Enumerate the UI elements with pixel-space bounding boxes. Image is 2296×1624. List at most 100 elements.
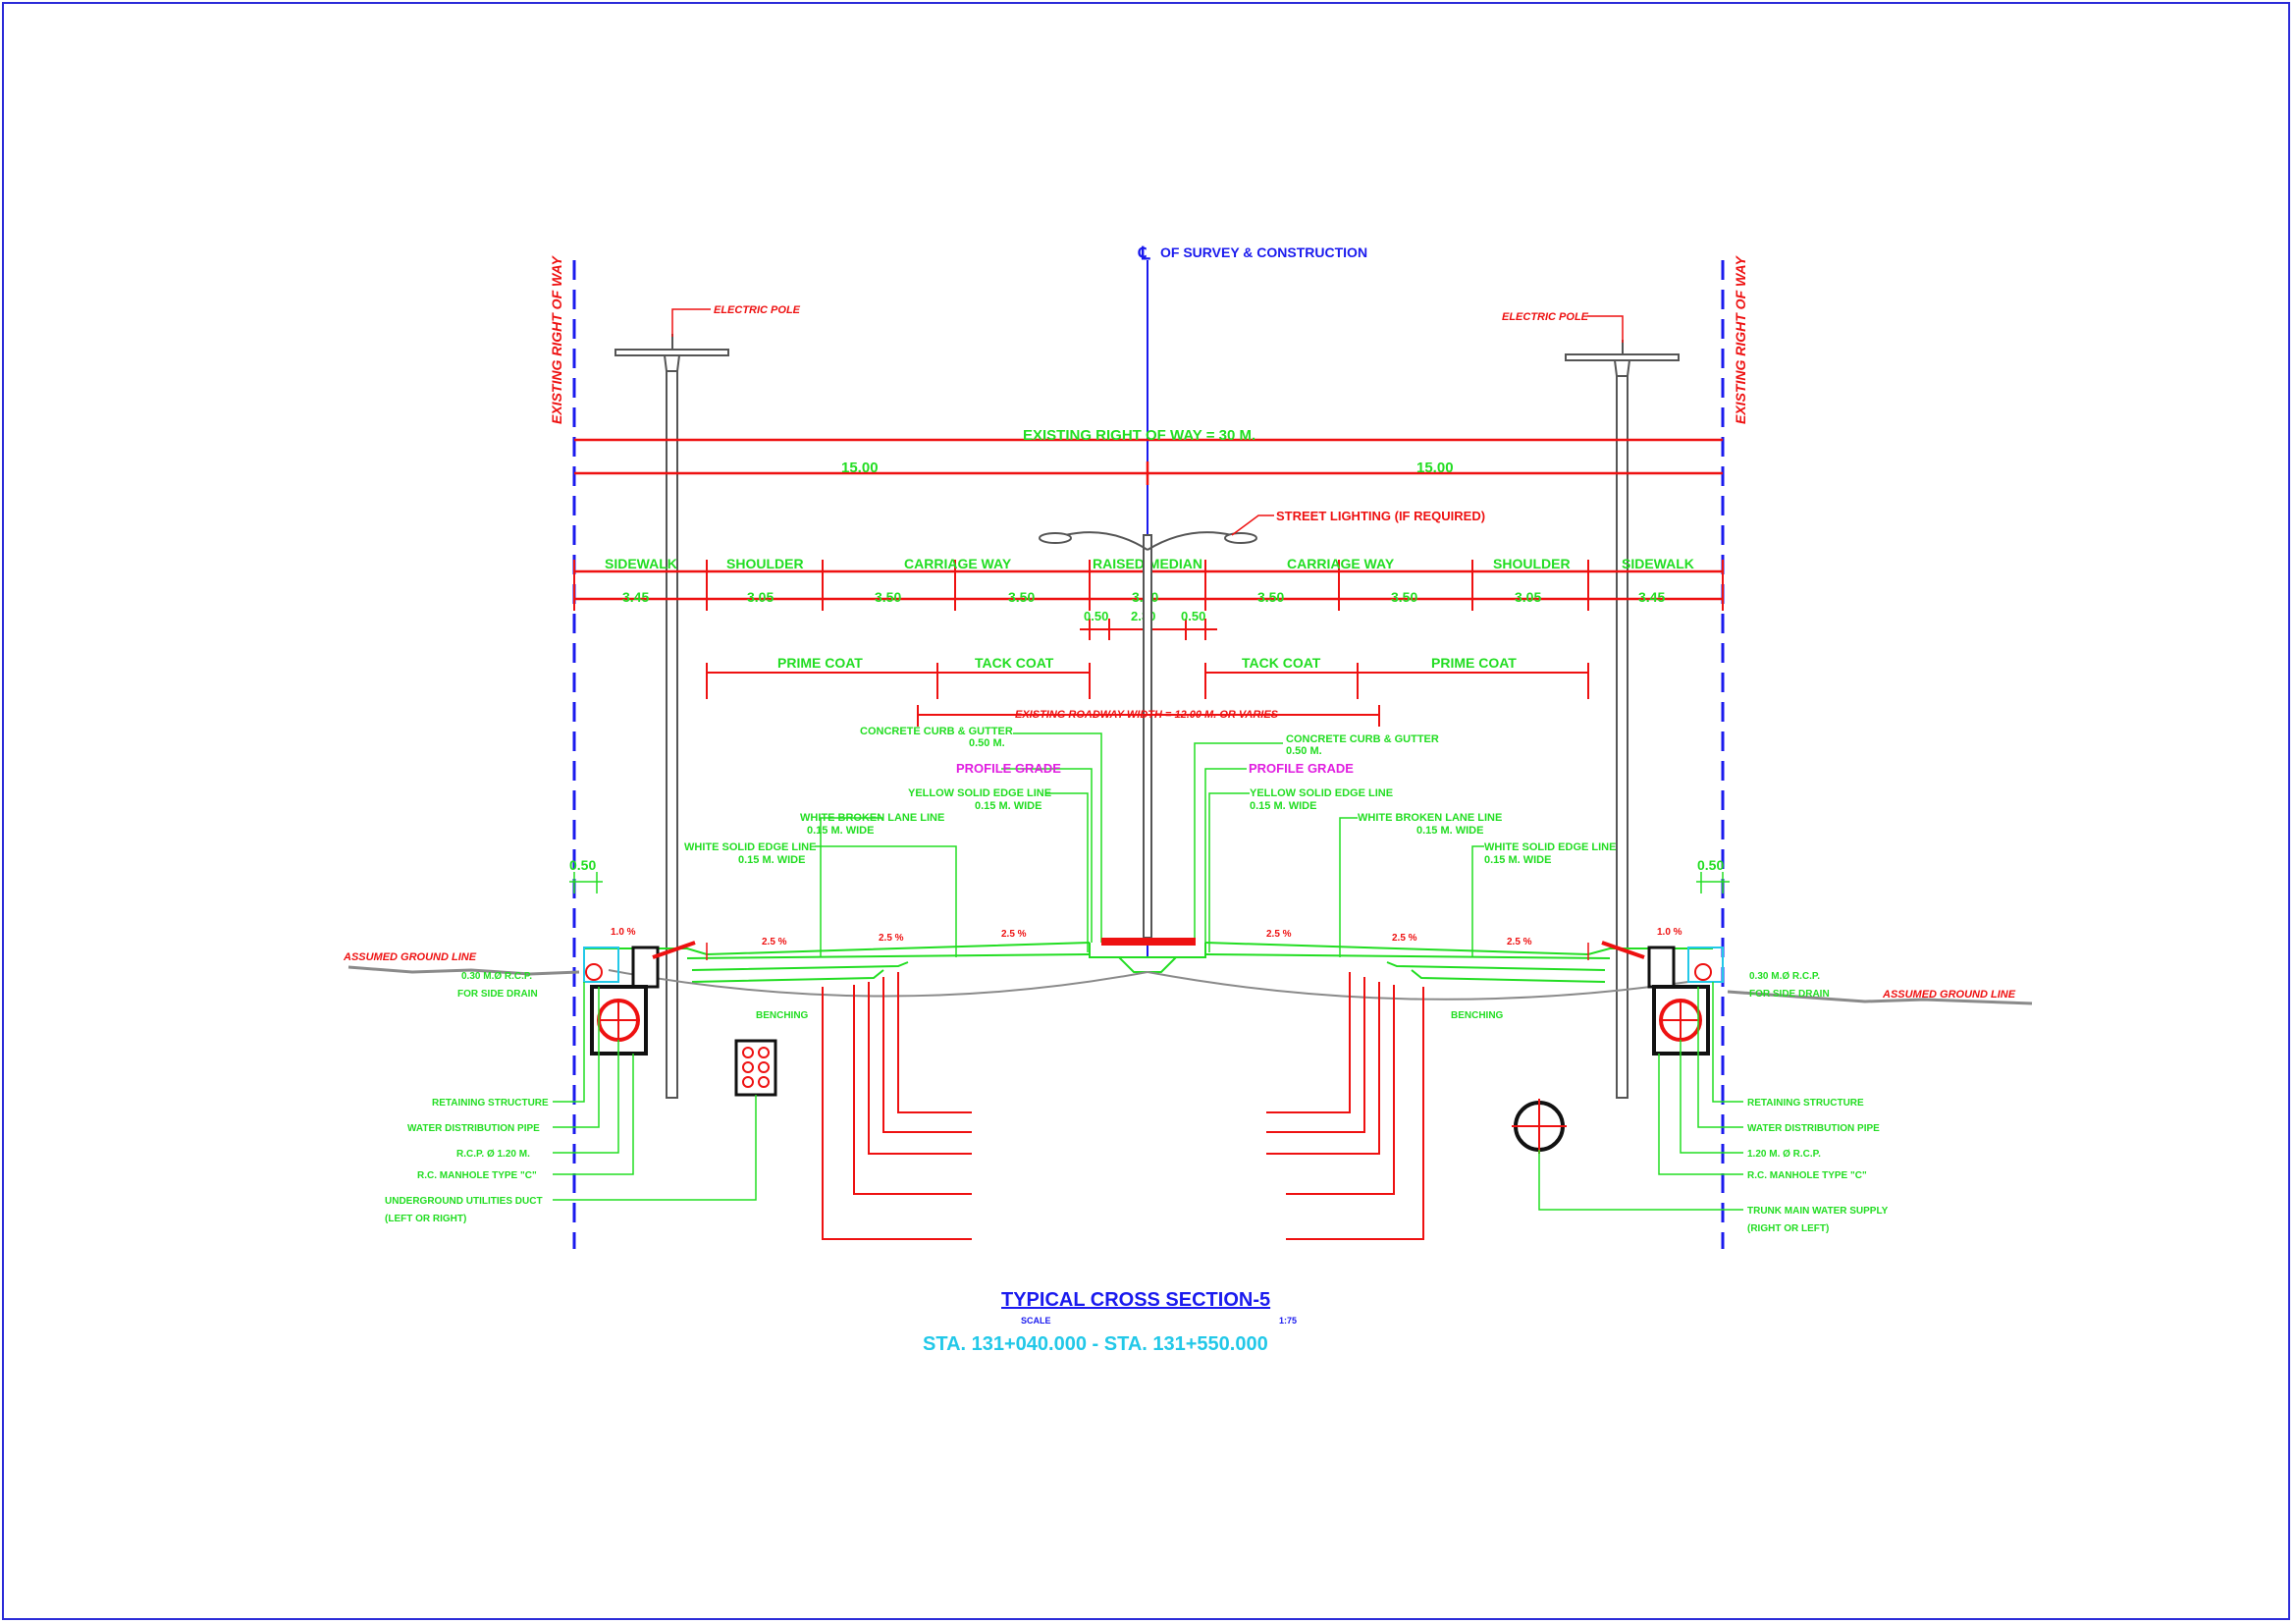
benching-right: BENCHING bbox=[1451, 1010, 1504, 1021]
edge-offset-left: 0.50 bbox=[569, 857, 596, 873]
benching-left: BENCHING bbox=[756, 1010, 809, 1021]
coat-prime-right: PRIME COAT bbox=[1431, 655, 1517, 671]
street-light-leader bbox=[1231, 514, 1274, 536]
white-solid-left-2: 0.15 M. WIDE bbox=[738, 854, 805, 866]
pole-label-left: ELECTRIC POLE bbox=[714, 304, 801, 316]
left-utility-2: WATER DISTRIBUTION PIPE bbox=[407, 1123, 540, 1134]
pole-leader-right bbox=[1587, 315, 1624, 343]
width-carriageway-left-2: 3.50 bbox=[1008, 589, 1035, 605]
centerline-label: OF SURVEY & CONSTRUCTION bbox=[1160, 244, 1367, 260]
white-broken-right-2: 0.15 M. WIDE bbox=[1416, 825, 1483, 837]
ground-line-left bbox=[347, 965, 580, 976]
left-utility-3: R.C.P. Ø 1.20 M. bbox=[456, 1149, 530, 1160]
width-carriageway-right-2: 3.50 bbox=[1391, 589, 1417, 605]
pole-leader-left bbox=[671, 308, 711, 337]
left-utility-labels: RETAINING STRUCTURE WATER DISTRIBUTION P… bbox=[385, 1098, 549, 1224]
utilities-duct-icon bbox=[734, 1039, 777, 1097]
left-utility-1: RETAINING STRUCTURE bbox=[432, 1098, 549, 1109]
slope-5: 2.5 % bbox=[1266, 929, 1292, 940]
pavement-red bbox=[706, 943, 1589, 960]
right-utility-6: (RIGHT OR LEFT) bbox=[1747, 1223, 1829, 1234]
element-sidewalk-left: SIDEWALK bbox=[605, 556, 677, 571]
rcp-drain-left-2: FOR SIDE DRAIN bbox=[457, 989, 538, 1000]
slope-8: 1.0 % bbox=[1657, 927, 1682, 938]
rcp-drain-left-1: 0.30 M.Ø R.C.P. bbox=[461, 971, 532, 982]
dim-half-right: 15.00 bbox=[1416, 460, 1454, 476]
title-scale-label: SCALE bbox=[1021, 1316, 1051, 1326]
coat-tack-right: TACK COAT bbox=[1242, 655, 1321, 671]
median-part-1: 0.50 bbox=[1084, 609, 1108, 623]
element-carriageway-left: CARRIAGE WAY bbox=[904, 556, 1012, 571]
electric-pole-right bbox=[1565, 340, 1680, 1099]
ground-line-right bbox=[1727, 990, 2033, 1005]
yellow-line-left-1: YELLOW SOLID EDGE LINE bbox=[908, 787, 1051, 799]
left-utility-5: UNDERGROUND UTILITIES DUCT bbox=[385, 1196, 543, 1207]
yellow-line-right-1: YELLOW SOLID EDGE LINE bbox=[1250, 787, 1393, 799]
width-shoulder-right: 3.05 bbox=[1515, 589, 1541, 605]
electric-pole-left bbox=[614, 334, 729, 1099]
element-carriageway-right: CARRIAGE WAY bbox=[1287, 556, 1395, 571]
title-scale-value: 1:75 bbox=[1279, 1316, 1297, 1326]
curb-left-line1: CONCRETE CURB & GUTTER bbox=[860, 726, 1013, 737]
curb-right-line1: CONCRETE CURB & GUTTER bbox=[1286, 733, 1439, 745]
profile-grade-right: PROFILE GRADE bbox=[1249, 761, 1354, 776]
edge-offset-right: 0.50 bbox=[1697, 857, 1724, 873]
slope-2: 2.5 % bbox=[762, 937, 787, 947]
existing-ground-center bbox=[608, 969, 1689, 1001]
rcp-drain-right-2: FOR SIDE DRAIN bbox=[1749, 989, 1830, 1000]
pole-label-right: ELECTRIC POLE bbox=[1502, 311, 1589, 323]
curb-left-line2: 0.50 M. bbox=[969, 737, 1005, 749]
manhole-left bbox=[583, 941, 696, 1056]
street-light bbox=[1039, 531, 1257, 939]
slope-4: 2.5 % bbox=[1001, 929, 1027, 940]
title-station: STA. 131+040.000 - STA. 131+550.000 bbox=[923, 1333, 1268, 1355]
white-solid-right-2: 0.15 M. WIDE bbox=[1484, 854, 1551, 866]
width-carriageway-left-1: 3.50 bbox=[875, 589, 901, 605]
element-labels: SIDEWALK SHOULDER CARRIAGE WAY RAISED ME… bbox=[605, 556, 1694, 571]
street-light-label: STREET LIGHTING (IF REQUIRED) bbox=[1276, 509, 1485, 523]
trunk-main-icon bbox=[1512, 1099, 1567, 1154]
edge-dims bbox=[569, 872, 1730, 893]
title-main: TYPICAL CROSS SECTION-5 bbox=[1001, 1289, 1270, 1311]
coat-prime-left: PRIME COAT bbox=[777, 655, 863, 671]
dim-overall-label: EXISTING RIGHT OF WAY = 30 M. bbox=[1023, 427, 1255, 444]
white-solid-left-1: WHITE SOLID EDGE LINE bbox=[684, 841, 816, 853]
row-label-left: EXISTING RIGHT OF WAY bbox=[549, 254, 564, 424]
assumed-ground-right: ASSUMED GROUND LINE bbox=[1882, 989, 2016, 1001]
centerline-symbol: ℄ bbox=[1138, 244, 1150, 263]
callout-leaders bbox=[815, 732, 1484, 957]
pavement bbox=[584, 938, 1713, 983]
slope-3: 2.5 % bbox=[879, 933, 904, 944]
row-label-right: EXISTING RIGHT OF WAY bbox=[1733, 254, 1748, 424]
yellow-line-right-2: 0.15 M. WIDE bbox=[1250, 800, 1316, 812]
existing-roadway-label: EXISTING ROADWAY WIDTH = 12.00 M. OR VAR… bbox=[1015, 709, 1279, 721]
assumed-ground-left: ASSUMED GROUND LINE bbox=[343, 951, 477, 963]
slope-7: 2.5 % bbox=[1507, 937, 1532, 947]
white-solid-right-1: WHITE SOLID EDGE LINE bbox=[1484, 841, 1616, 853]
right-utility-4: R.C. MANHOLE TYPE "C" bbox=[1747, 1170, 1867, 1181]
right-utility-labels: RETAINING STRUCTURE WATER DISTRIBUTION P… bbox=[1747, 1098, 1889, 1234]
right-utility-1: RETAINING STRUCTURE bbox=[1747, 1098, 1864, 1109]
slope-6: 2.5 % bbox=[1392, 933, 1417, 944]
curb-right-line2: 0.50 M. bbox=[1286, 745, 1322, 757]
right-utility-2: WATER DISTRIBUTION PIPE bbox=[1747, 1123, 1880, 1134]
median-part-3: 0.50 bbox=[1181, 609, 1205, 623]
right-utility-5: TRUNK MAIN WATER SUPPLY bbox=[1747, 1206, 1889, 1217]
width-shoulder-left: 3.05 bbox=[747, 589, 774, 605]
coat-tack-left: TACK COAT bbox=[975, 655, 1054, 671]
right-utility-3: 1.20 M. Ø R.C.P. bbox=[1747, 1149, 1821, 1160]
left-utility-6: (LEFT OR RIGHT) bbox=[385, 1214, 466, 1224]
element-ticks bbox=[573, 560, 1724, 611]
yellow-line-left-2: 0.15 M. WIDE bbox=[975, 800, 1041, 812]
dim-half-left: 15.00 bbox=[841, 460, 879, 476]
white-broken-right-1: WHITE BROKEN LANE LINE bbox=[1358, 812, 1502, 824]
element-sidewalk-right: SIDEWALK bbox=[1622, 556, 1694, 571]
white-broken-left-2: 0.15 M. WIDE bbox=[807, 825, 874, 837]
slope-1: 1.0 % bbox=[611, 927, 636, 938]
width-sidewalk-right: 3.45 bbox=[1638, 589, 1665, 605]
left-utility-4: R.C. MANHOLE TYPE "C" bbox=[417, 1170, 537, 1181]
rcp-drain-right-1: 0.30 M.Ø R.C.P. bbox=[1749, 971, 1820, 982]
coat-lines bbox=[706, 663, 1589, 727]
